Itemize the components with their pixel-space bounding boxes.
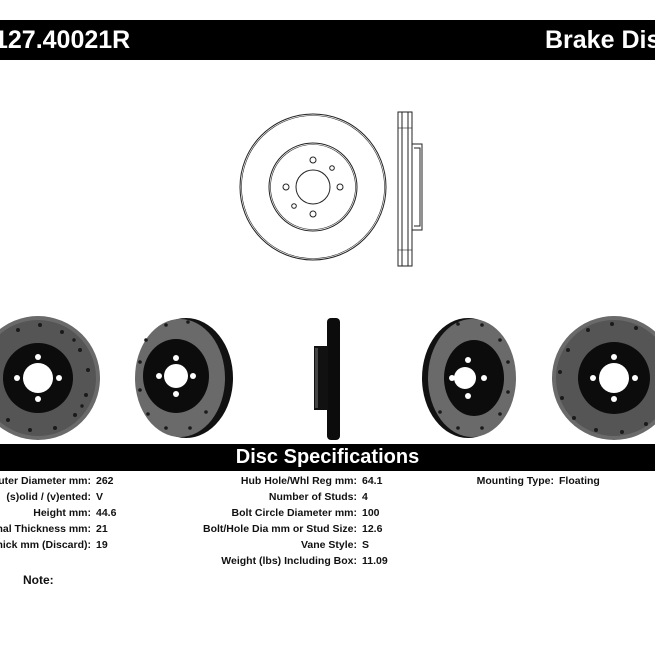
spec-value: 262 <box>96 475 114 487</box>
spec-value: 44.6 <box>96 507 117 519</box>
disc-photo-2 <box>135 318 233 438</box>
disc-front-view-drawing <box>239 113 387 261</box>
spec-value: 19 <box>96 539 108 551</box>
spec-label: Mounting Type: <box>476 475 554 487</box>
spec-value: 100 <box>362 507 380 519</box>
spec-value: 4 <box>362 491 368 503</box>
note-label: Note: <box>23 573 54 587</box>
spec-value: V <box>96 491 104 503</box>
spec-label: Min Thick mm (Discard): <box>0 539 91 551</box>
page-title: Brake Disc <box>545 26 655 54</box>
spec-label: Number of Studs: <box>268 491 357 503</box>
spec-label: Hub Hole/Whl Reg mm: <box>240 475 357 487</box>
specs-title: Disc Specifications <box>235 446 420 468</box>
spec-label: Weight (lbs) Including Box: <box>221 555 357 567</box>
disc-photo-4 <box>422 318 516 438</box>
spec-value: 64.1 <box>362 475 383 487</box>
spec-label: Bolt Circle Diameter mm: <box>231 507 357 519</box>
spec-value: 21 <box>96 523 108 535</box>
part-number: 127.40021R <box>0 26 131 54</box>
spec-value: 11.09 <box>362 555 388 567</box>
spec-value: S <box>362 539 370 551</box>
header-bar: 127.40021R Brake Disc <box>0 20 655 60</box>
spec-label: Outer Diameter mm: <box>0 475 91 487</box>
spec-label: (s)olid / (v)ented: <box>6 491 91 503</box>
spec-value: Floating <box>559 475 600 487</box>
disc-side-profile-drawing <box>397 111 423 267</box>
disc-photo-5 <box>552 316 655 440</box>
spec-label: Nominal Thickness mm: <box>0 523 91 535</box>
specs-header-bar: Disc Specifications <box>0 444 655 471</box>
disc-photo-1 <box>0 316 100 440</box>
spec-label: Vane Style: <box>300 539 357 551</box>
disc-photo-3 <box>314 318 340 440</box>
spec-label: Bolt/Hole Dia mm or Stud Size: <box>202 523 357 535</box>
spec-label: Height mm: <box>33 507 91 519</box>
spec-value: 12.6 <box>362 523 383 535</box>
